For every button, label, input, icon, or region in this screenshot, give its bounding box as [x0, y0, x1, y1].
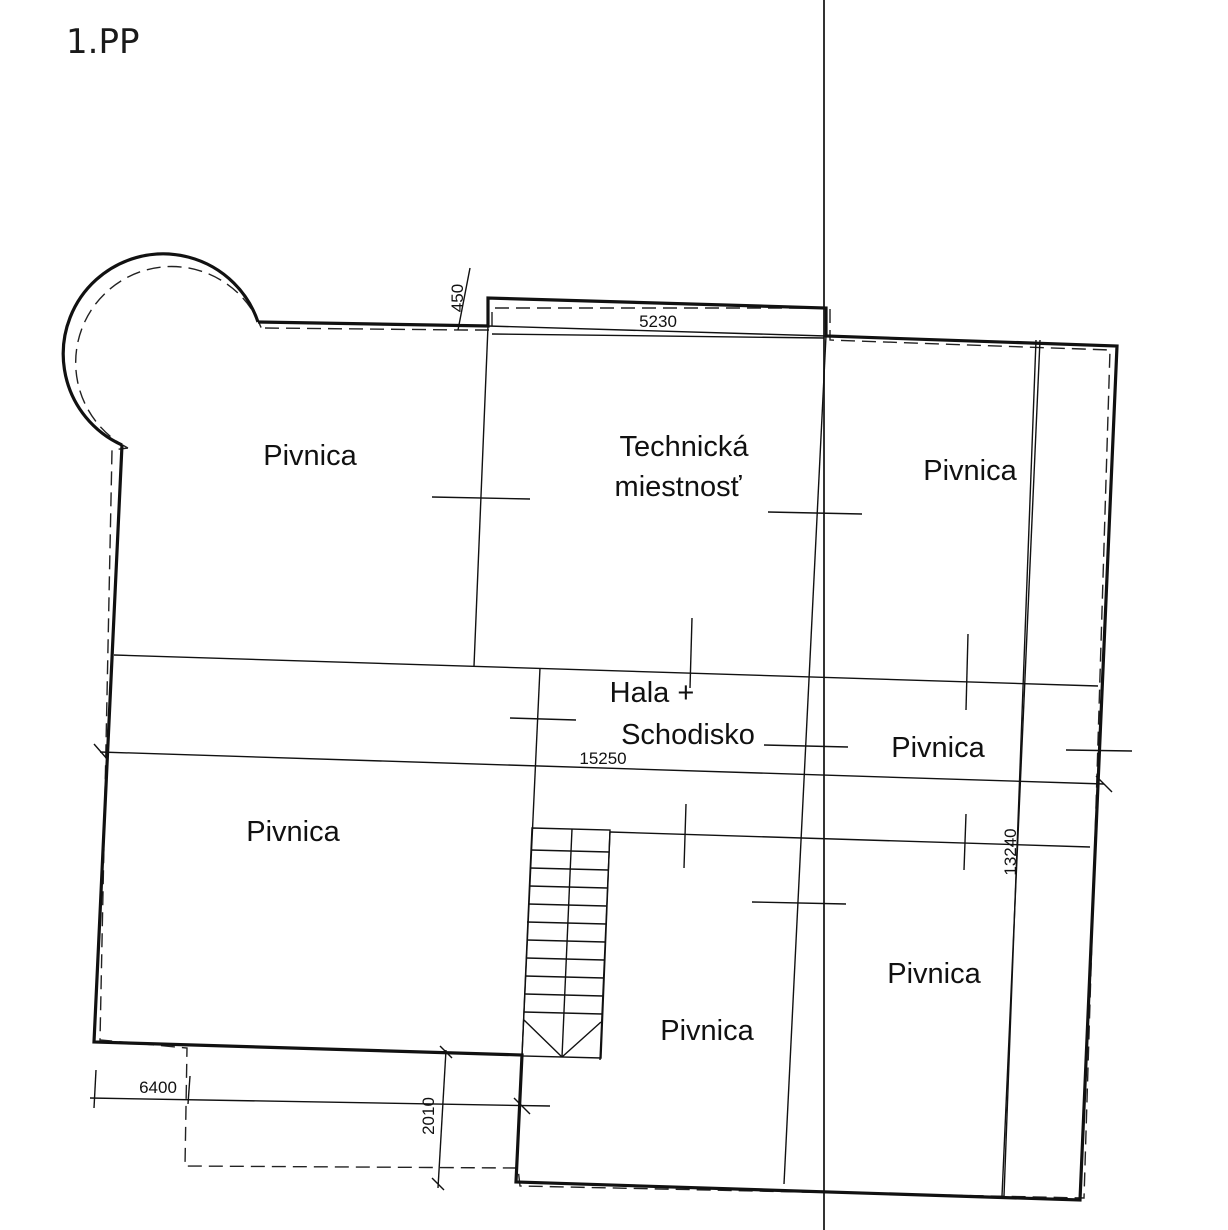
- dimension-label-13240: 13240: [1001, 828, 1020, 875]
- room-label-technicka: Technická: [620, 431, 750, 463]
- dimension-label-15250: 15250: [579, 749, 626, 768]
- outer-wall: [92, 296, 1119, 1202]
- room-label-pivnica-nw: Pivnica: [263, 440, 357, 472]
- dimension-label-2010: 2010: [419, 1097, 438, 1135]
- axis-markers: [431, 496, 1133, 905]
- room-label-schodisko: Schodisko: [621, 719, 755, 751]
- dimension-label-6400: 6400: [139, 1078, 177, 1097]
- floor-title: 1.PP: [66, 22, 140, 62]
- room-label-pivnica-ne: Pivnica: [923, 455, 1017, 487]
- room-label-pivnica-se: Pivnica: [887, 958, 981, 990]
- room-label-miestnost: miestnosť: [615, 471, 743, 503]
- round-tower-wall: [61, 252, 260, 447]
- room-label-pivnica-e: Pivnica: [891, 732, 985, 764]
- dimension-label-5230: 5230: [639, 312, 677, 331]
- dimension-label-450: 450: [448, 284, 467, 312]
- room-label-hala: Hala +: [610, 677, 695, 709]
- round-tower-inner-dashed: [74, 265, 263, 449]
- room-label-pivnica-w: Pivnica: [246, 816, 340, 848]
- dimension-lines: [89, 267, 1113, 1197]
- room-label-pivnica-s: Pivnica: [660, 1015, 754, 1047]
- staircase: [521, 827, 611, 1059]
